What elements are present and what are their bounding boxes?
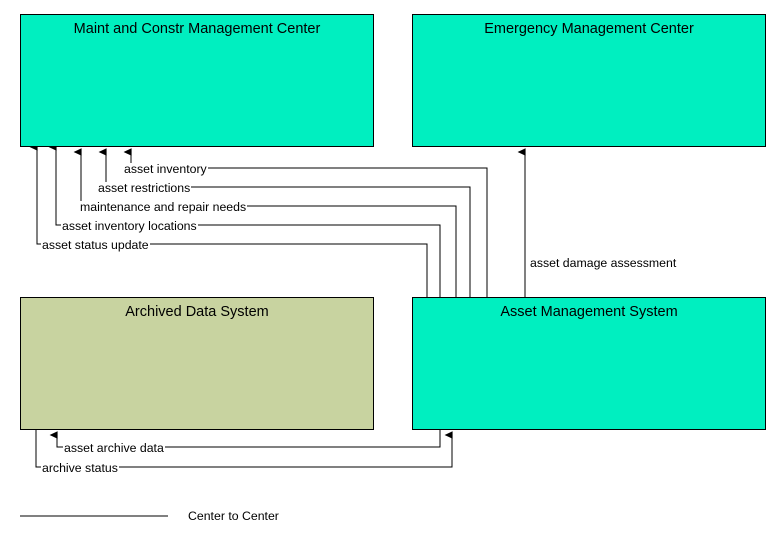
flow-label-asset-archive-data: asset archive data — [63, 441, 165, 455]
node-title-maint-constr-management-center: Maint and Constr Management Center — [73, 21, 321, 37]
node-title-asset-management-system: Asset Management System — [500, 304, 678, 320]
node-title-archived-data-system: Archived Data System — [125, 304, 269, 320]
flow-label-asset-inventory: asset inventory — [123, 162, 208, 176]
flow-label-asset-status-update: asset status update — [41, 238, 150, 252]
flow-label-asset-inventory-locations: asset inventory locations — [61, 219, 198, 233]
flow-label-asset-damage-assessment: asset damage assessment — [529, 256, 678, 270]
node-archived-data-system[interactable]: Archived Data System — [20, 297, 374, 430]
flow-label-maintenance-and-repair-needs: maintenance and repair needs — [79, 200, 248, 214]
flow-label-archive-status: archive status — [41, 461, 119, 475]
node-maint-constr-management-center[interactable]: Maint and Constr Management Center — [20, 14, 374, 147]
legend-label: Center to Center — [188, 509, 279, 523]
node-emergency-management-center[interactable]: Emergency Management Center — [412, 14, 766, 147]
node-asset-management-system[interactable]: Asset Management System — [412, 297, 766, 430]
flow-label-asset-restrictions: asset restrictions — [97, 181, 192, 195]
node-title-emergency-management-center: Emergency Management Center — [484, 21, 694, 37]
